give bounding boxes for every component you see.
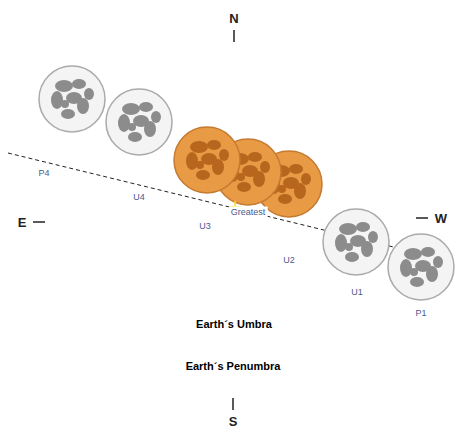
penumbra-region: Earth´s Penumbra Earth´s Umbra (75, 67, 391, 397)
region-label: Earth´s Penumbra (75, 360, 391, 373)
contact-label: U2 (281, 255, 297, 266)
contact-label: U3 (197, 221, 213, 232)
umbra-circle (146, 129, 322, 339)
moon-p1 (388, 234, 454, 300)
shadow-disc (146, 129, 322, 305)
south-tick (232, 398, 234, 410)
contact-label: Greatest (229, 207, 268, 218)
region-label: Earth´s Umbra (146, 318, 322, 331)
umbra-region: Earth´s Umbra (146, 129, 322, 339)
penumbra-circle (75, 67, 391, 397)
compass-letter: S (229, 415, 238, 428)
moon-u4 (106, 89, 172, 155)
contact-label: U1 (351, 288, 363, 297)
compass-letter: E (18, 216, 27, 229)
moon-u3 (174, 127, 240, 193)
moon-u1 (323, 209, 389, 275)
west-tick (416, 217, 428, 219)
north-tick (233, 30, 235, 42)
east-tick (33, 221, 45, 223)
moon-p4 (39, 66, 105, 132)
compass-letter: N (229, 12, 238, 25)
shadow-disc (75, 67, 391, 383)
contact-label: U4 (133, 193, 145, 202)
compass-letter: W (435, 212, 447, 225)
contact-label: P1 (415, 309, 426, 318)
contact-label: P4 (38, 169, 49, 178)
